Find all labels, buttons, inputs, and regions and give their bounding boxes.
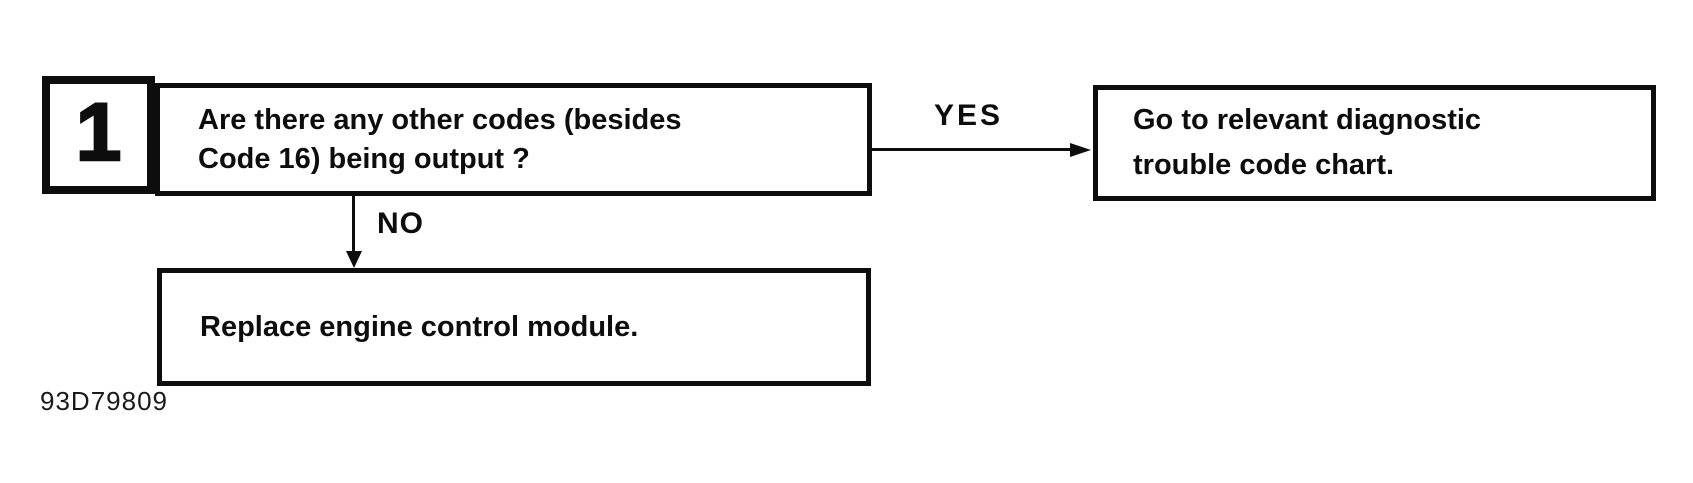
goto-chart-line-2: trouble code chart. xyxy=(1133,149,1395,181)
question-box: Are there any other codes (besides Code … xyxy=(155,83,872,196)
figure-code: 93D79809 xyxy=(40,386,168,416)
no-arrow-line xyxy=(352,196,355,253)
question-line-1: Are there any other codes (besides xyxy=(198,103,682,136)
step-number-box: 1 xyxy=(42,76,155,194)
yes-label: YES xyxy=(934,99,1004,132)
no-label: NO xyxy=(377,207,424,240)
yes-arrow-line xyxy=(872,148,1074,151)
yes-arrowhead-icon xyxy=(1070,142,1091,157)
goto-chart-line-1: Go to relevant diagnostic xyxy=(1133,104,1482,136)
step-number: 1 xyxy=(74,87,122,178)
replace-ecm-line-1: Replace engine control module. xyxy=(200,311,639,343)
goto-chart-box: Go to relevant diagnostic trouble code c… xyxy=(1093,85,1656,201)
no-arrowhead-icon xyxy=(345,251,362,268)
question-line-2: Code 16) being output ? xyxy=(198,142,530,175)
replace-ecm-box: Replace engine control module. xyxy=(157,268,871,386)
